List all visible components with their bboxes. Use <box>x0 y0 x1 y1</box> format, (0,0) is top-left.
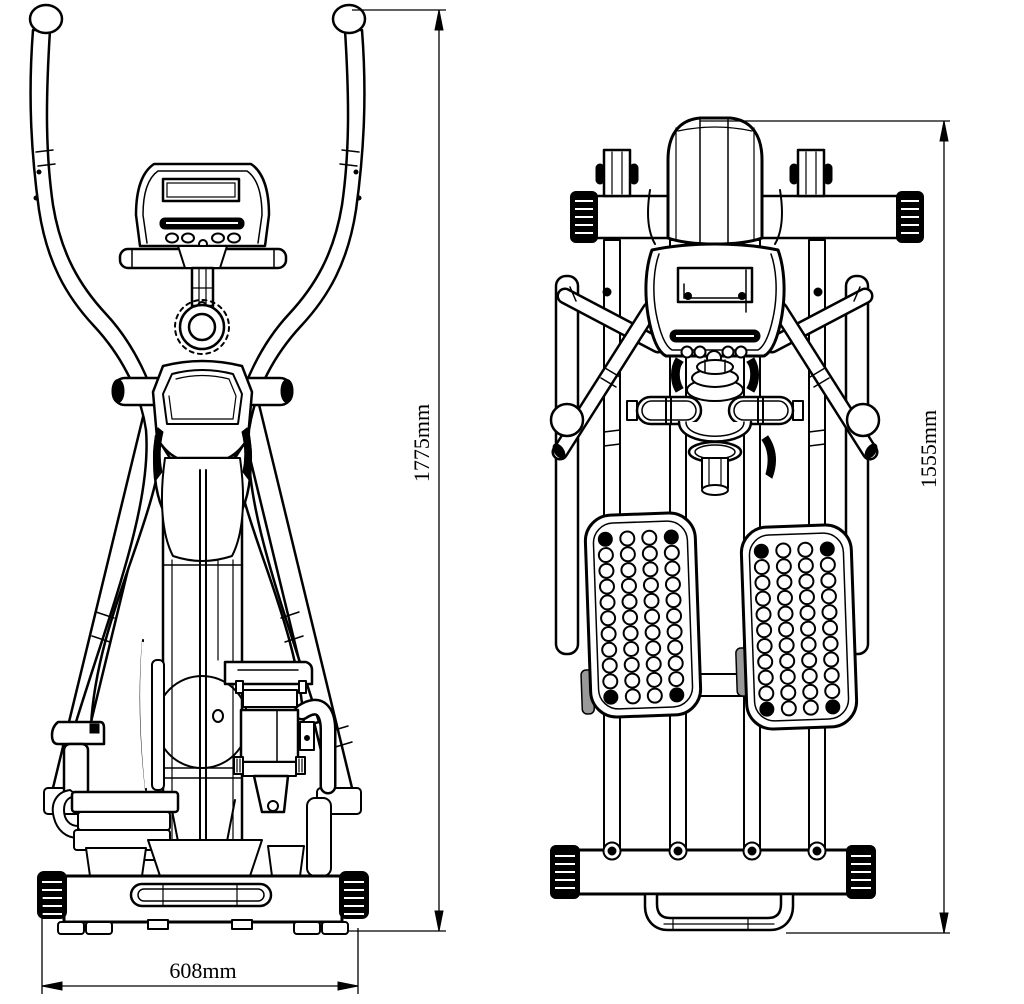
dimension-top-length-label: 1555mm <box>916 410 941 488</box>
dimension-front-width: 608mm <box>41 896 359 994</box>
front-console-screen <box>161 177 241 203</box>
top-steering-post <box>671 357 759 402</box>
front-pedal-assembly <box>50 639 180 861</box>
top-flywheel-shroud <box>646 116 784 246</box>
top-bottle-holder-right <box>727 395 795 426</box>
top-pedal-right <box>735 523 859 731</box>
front-center-column <box>151 359 254 870</box>
front-leveling-feet <box>57 919 349 935</box>
dimension-front-height-label: 1775mm <box>409 404 434 482</box>
front-base-endcap-right <box>339 871 369 919</box>
top-outer-tubes <box>554 274 870 656</box>
top-bottle-holder-left <box>635 395 703 426</box>
top-left-handlebar <box>549 286 667 461</box>
dimension-front-width-label: 608mm <box>169 958 236 983</box>
front-view: 1775mm 608mm <box>28 3 446 994</box>
front-adjust-knob <box>174 299 230 355</box>
dimension-front-height: 1775mm <box>347 9 446 932</box>
front-console <box>134 162 271 249</box>
top-rail-bolts <box>602 841 827 861</box>
top-pedal-left <box>580 511 703 719</box>
front-base <box>37 871 369 935</box>
top-console <box>644 242 786 366</box>
front-crank-arm <box>252 774 290 814</box>
dimension-top-length: 1555mm <box>700 120 950 934</box>
front-base-handle <box>129 882 273 908</box>
front-crank-assembly <box>223 660 337 877</box>
top-transport-wheel-left <box>595 148 639 198</box>
top-right-grip-ball <box>845 402 881 438</box>
top-transport-wheel-right <box>789 148 833 198</box>
front-pedal-plate <box>70 790 180 814</box>
top-rear-handle <box>643 892 795 932</box>
top-pedal-left-holes <box>597 529 685 705</box>
top-lower-post <box>677 420 776 496</box>
top-view: 1555mm <box>549 116 950 934</box>
top-bottle-holder-bar <box>626 395 804 426</box>
top-pedal-right-holes <box>753 541 841 717</box>
front-base-supports <box>85 839 305 877</box>
top-left-grip-ball <box>549 402 585 438</box>
front-handlebar-stem <box>118 245 288 355</box>
top-rear-stabilizer <box>550 841 876 932</box>
top-right-handlebar <box>763 286 881 461</box>
